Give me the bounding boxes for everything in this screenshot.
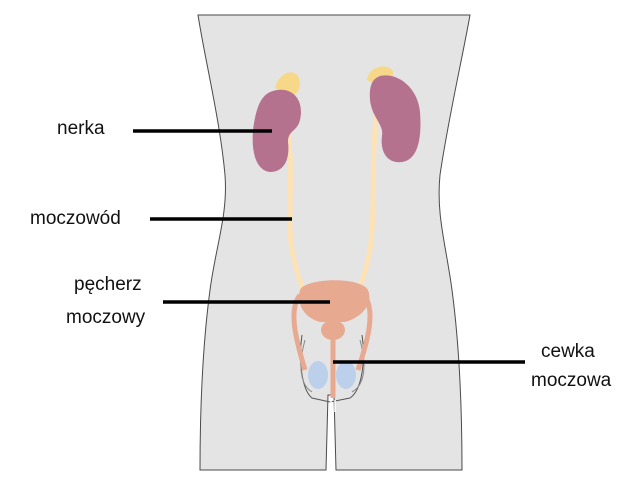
left-testis	[308, 361, 328, 389]
left-ureter	[282, 119, 307, 293]
label-kidney: nerka	[57, 118, 105, 139]
label-urethra-line2: moczowa	[531, 370, 612, 391]
right-testis	[336, 361, 356, 389]
right-ureter	[355, 104, 381, 293]
left-kidney	[252, 89, 301, 172]
right-kidney	[369, 75, 421, 163]
label-urethra-line1: cewka	[541, 341, 595, 362]
body-silhouette	[197, 14, 471, 471]
scrotum-outline	[300, 339, 365, 393]
bladder	[299, 280, 370, 322]
urethra-opening	[330, 400, 336, 412]
prostate	[321, 320, 345, 340]
label-bladder-line1: pęcherz	[74, 274, 142, 295]
label-ureter: moczowód	[30, 208, 121, 229]
label-bladder-line2: moczowy	[66, 307, 146, 328]
